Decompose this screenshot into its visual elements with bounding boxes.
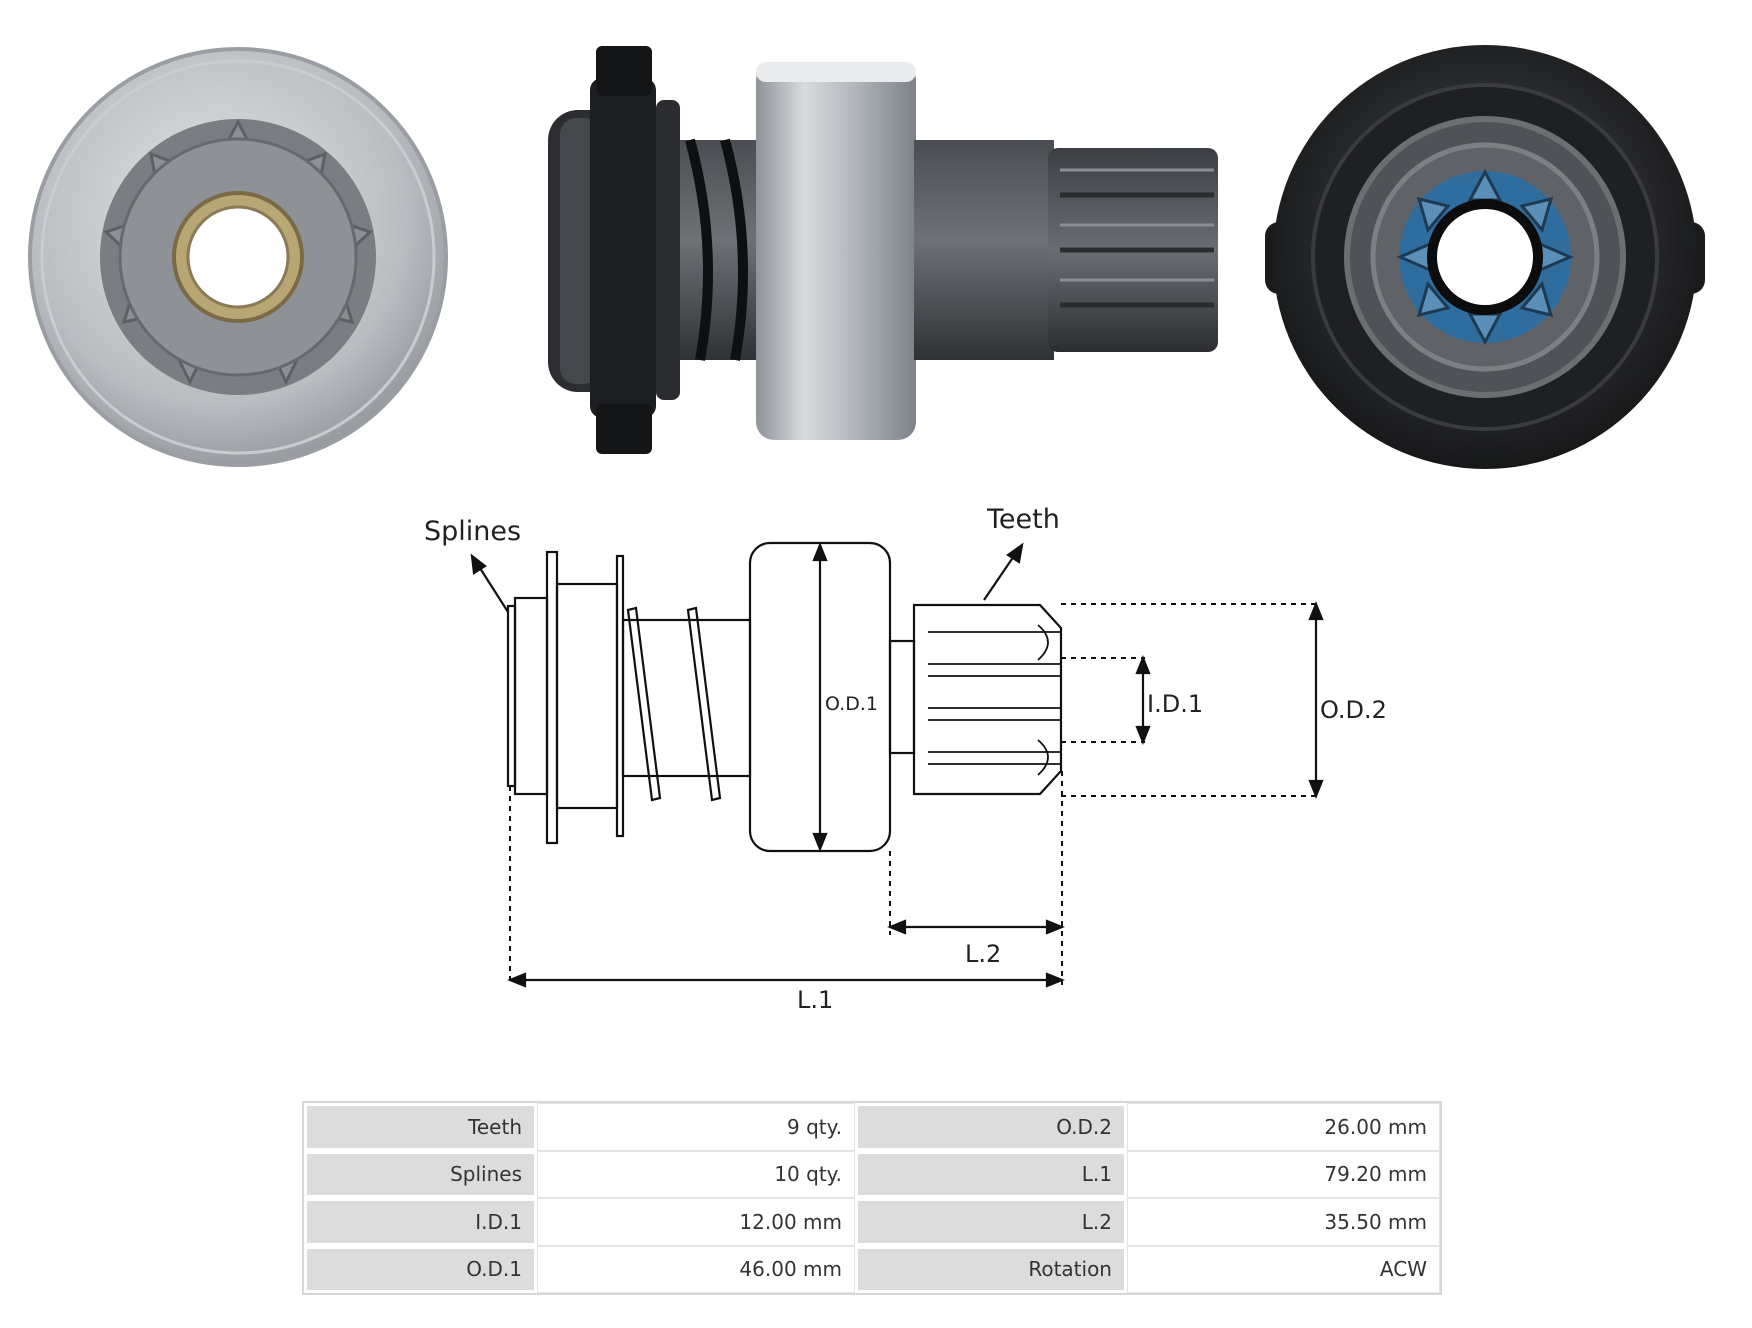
spec-value: ACW (1127, 1245, 1440, 1293)
product-photos (28, 45, 1705, 469)
spec-label: L.1 (855, 1150, 1127, 1198)
teeth-callout: Teeth (986, 504, 1060, 535)
drive-outline (506, 541, 1063, 853)
spec-label: L.2 (855, 1198, 1127, 1246)
front-view-photo (28, 47, 448, 467)
id1-label: I.D.1 (1147, 690, 1203, 718)
rear-view-photo (1265, 45, 1705, 469)
splines-callout: Splines (424, 516, 521, 547)
l2-label: L.2 (965, 940, 1001, 968)
spec-value: 79.20 mm (1127, 1150, 1440, 1198)
spec-label: Teeth (304, 1103, 537, 1151)
spec-value: 26.00 mm (1127, 1103, 1440, 1151)
spec-value: 35.50 mm (1127, 1198, 1440, 1246)
extension-lines (509, 603, 1316, 985)
spec-value: 12.00 mm (537, 1198, 855, 1246)
od2-label: O.D.2 (1320, 696, 1387, 724)
spec-label: O.D.1 (304, 1245, 537, 1293)
spec-label: Rotation (855, 1245, 1127, 1293)
l1-label: L.1 (797, 986, 833, 1014)
callout-leaders (470, 542, 1024, 613)
spec-value: 10 qty. (537, 1150, 855, 1198)
technical-drawing: Splines Teeth O.D.1 O.D.2 I.D.1 L.2 L.1 (424, 504, 1387, 1014)
spec-label: O.D.2 (855, 1103, 1127, 1151)
spec-table: Teeth 9 qty. O.D.2 26.00 mm Splines 10 q… (302, 1101, 1442, 1295)
spec-value: 9 qty. (537, 1103, 855, 1151)
spec-label: Splines (304, 1150, 537, 1198)
spec-label: I.D.1 (304, 1198, 537, 1246)
dimension-lines (507, 542, 1324, 988)
side-view-photo (548, 46, 1218, 454)
od1-label: O.D.1 (825, 693, 878, 715)
spec-value: 46.00 mm (537, 1245, 855, 1293)
